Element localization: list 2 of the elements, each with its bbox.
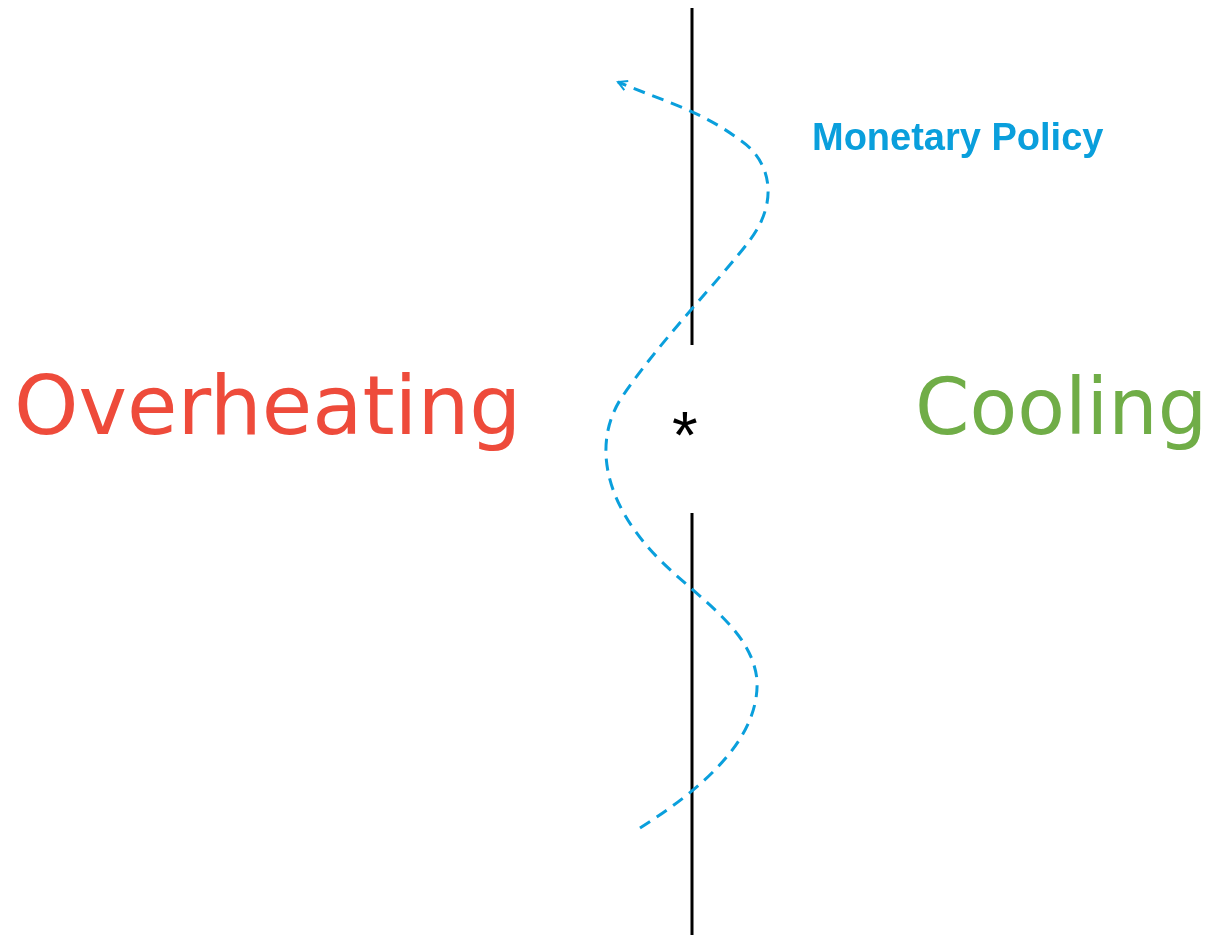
- path-label: Monetary Policy: [812, 118, 1104, 156]
- equilibrium-mark: *: [672, 402, 698, 468]
